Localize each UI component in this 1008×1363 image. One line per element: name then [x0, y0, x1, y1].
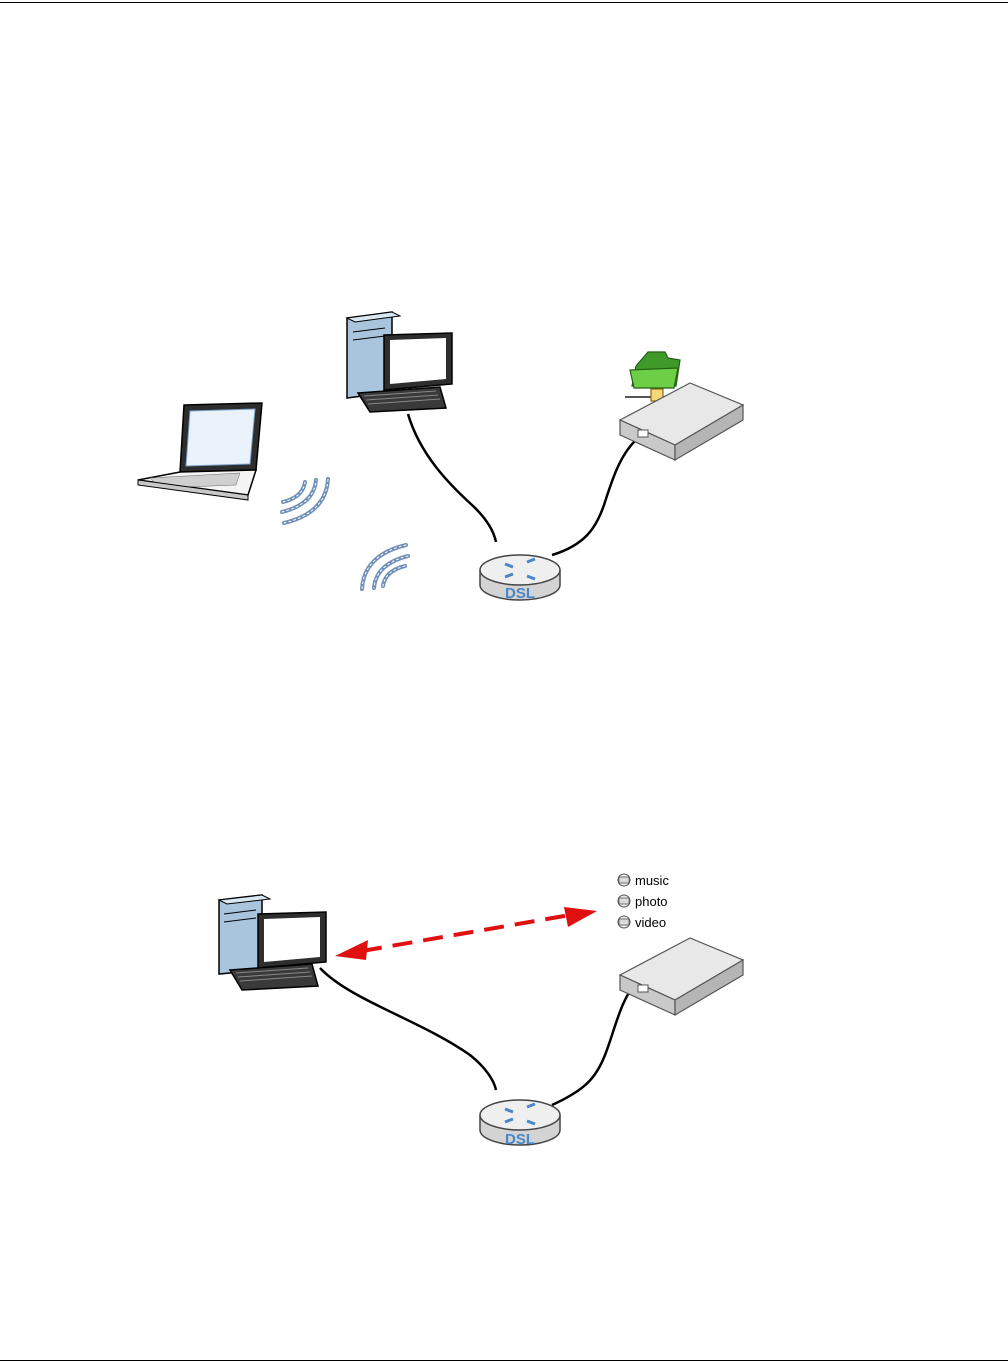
laptop-icon — [138, 403, 262, 500]
dsl-label: DSL — [505, 585, 535, 602]
share-label: photo — [635, 894, 668, 909]
dsl-router-icon: DSL — [480, 555, 560, 602]
access-arrow — [335, 907, 597, 960]
desktop-pc-icon — [219, 895, 326, 990]
figure-shared-folders: music photo video — [0, 860, 1008, 1170]
cable-storage-router — [552, 440, 636, 555]
bottom-rule — [0, 1360, 1008, 1361]
cable-storage-router — [552, 980, 638, 1105]
cable-pc-router — [408, 414, 496, 542]
share-list: music photo video — [618, 873, 669, 930]
desktop-pc-icon — [347, 312, 452, 412]
share-label: video — [635, 915, 666, 930]
share-item-video: video — [618, 915, 666, 930]
wireless-signal-icon — [282, 479, 408, 589]
dsl-label: DSL — [505, 1131, 535, 1148]
usb-storage-icon — [620, 383, 743, 460]
cable-pc-router — [320, 968, 496, 1090]
figure-wireless-network: DSL — [0, 280, 1008, 620]
dsl-router-icon: DSL — [480, 1100, 560, 1148]
share-label: music — [635, 873, 669, 888]
share-item-music: music — [618, 873, 669, 888]
share-item-photo: photo — [618, 894, 668, 909]
top-rule — [0, 2, 1008, 3]
usb-storage-icon — [620, 938, 743, 1015]
